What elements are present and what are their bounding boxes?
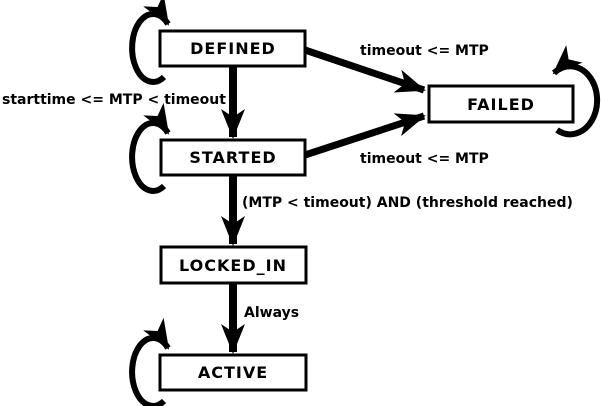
state-started: STARTED (159, 138, 307, 177)
state-label-locked-in: LOCKED_IN (179, 256, 287, 275)
self-loop-arrow-defined (129, 0, 171, 85)
state-failed: FAILED (427, 84, 575, 124)
label-locked-in-to-active: Always (244, 305, 299, 321)
state-label-active: ACTIVE (198, 363, 268, 382)
state-locked-in: LOCKED_IN (159, 245, 308, 285)
state-defined: DEFINED (158, 29, 307, 68)
state-label-failed: FAILED (467, 95, 535, 114)
self-loop-arrow-failed (551, 45, 601, 138)
self-loop-arrow-started (129, 102, 171, 194)
label-started-to-locked-in: (MTP < timeout) AND (threshold reached) (242, 195, 573, 211)
state-label-started: STARTED (189, 148, 276, 167)
arrow-started-to-failed (303, 112, 426, 159)
label-started-to-failed: timeout <= MTP (360, 151, 489, 167)
state-box-active (158, 353, 308, 392)
state-box-defined (158, 29, 307, 68)
label-defined-to-failed: timeout <= MTP (360, 43, 489, 59)
state-box-failed (427, 84, 575, 124)
transition-labels: starttime <= MTP < timeout timeout <= MT… (2, 43, 573, 321)
label-defined-to-started: starttime <= MTP < timeout (2, 92, 226, 108)
state-label-defined: DEFINED (190, 39, 276, 58)
state-box-locked-in (159, 245, 308, 285)
state-box-started (159, 138, 307, 177)
arrow-defined-to-failed (303, 46, 426, 94)
states: DEFINED STARTED FAILED LOCKED_IN ACTIVE (158, 29, 575, 392)
state-active: ACTIVE (158, 353, 308, 392)
